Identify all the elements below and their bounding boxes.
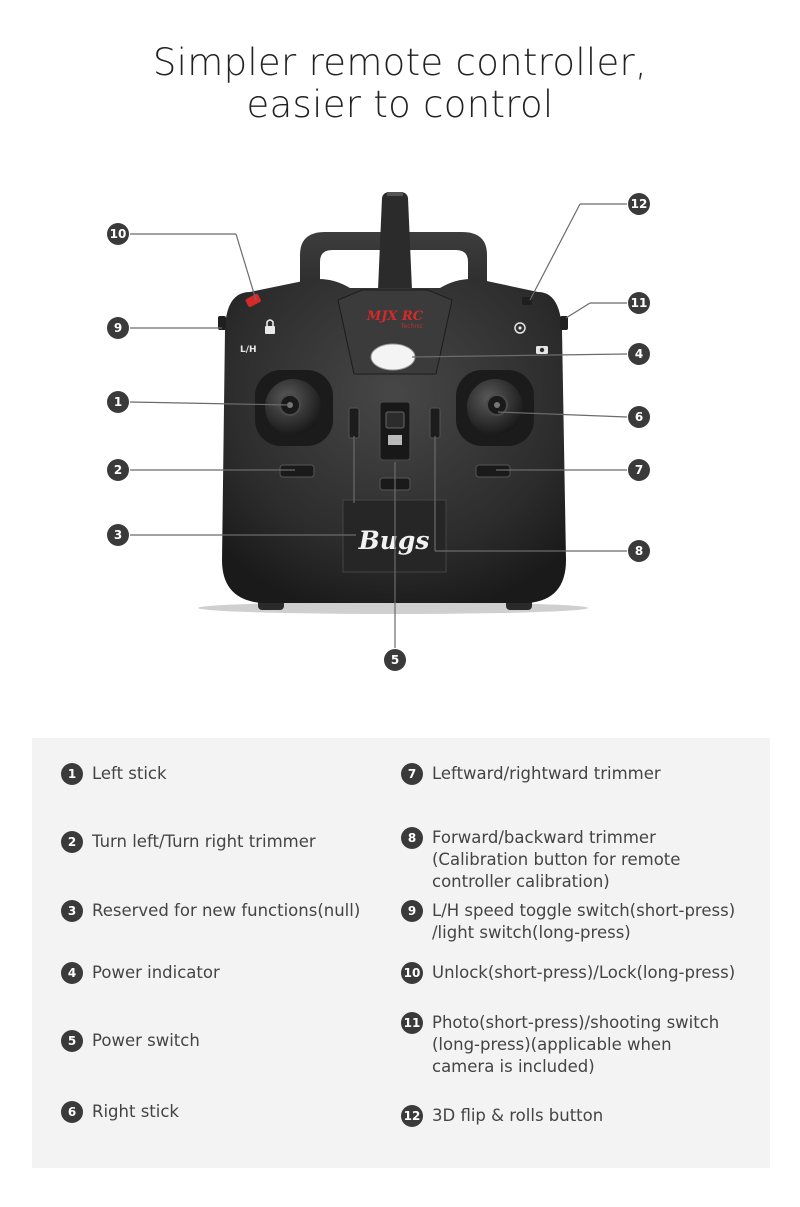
legend-text: Reserved for new functions(null) (92, 901, 361, 920)
legend-number: 10 (401, 962, 423, 984)
legend-text: Leftward/rightward trimmer (432, 764, 661, 783)
model-label: Bugs (358, 526, 430, 555)
power-switch[interactable] (385, 411, 405, 429)
svg-text:3: 3 (114, 528, 122, 542)
legend-panel: 1 Left stick 2 Turn left/Turn right trim… (32, 738, 770, 1168)
brand-sub-logo: Technic (400, 323, 423, 330)
left-horizontal-trimmer[interactable] (279, 464, 315, 478)
callout-12: 12 (628, 193, 650, 215)
legend-item-7: 7 Leftward/rightward trimmer (401, 763, 661, 785)
legend-text: Forward/backward trimmer (Calibration bu… (432, 828, 681, 891)
svg-text:8: 8 (635, 544, 643, 558)
brand-logo: MJX RC (366, 309, 424, 324)
legend-number: 4 (61, 962, 83, 984)
power-switch-slot (379, 401, 411, 461)
lock-icon (265, 319, 275, 334)
callout-8: 8 (628, 540, 650, 562)
legend-item-4: 4 Power indicator (61, 962, 220, 984)
speed-toggle-switch[interactable] (218, 316, 226, 330)
callout-9: 9 (107, 317, 129, 339)
legend-number: 8 (401, 827, 423, 849)
legend-item-1: 1 Left stick (61, 763, 167, 785)
svg-text:5: 5 (391, 653, 399, 667)
svg-text:10: 10 (110, 227, 127, 241)
flip-button[interactable] (522, 297, 532, 305)
forward-backward-trimmer[interactable] (429, 407, 441, 439)
legend-text: Right stick (92, 1102, 179, 1121)
legend-text: Left stick (92, 764, 167, 783)
callout-5: 5 (384, 649, 406, 671)
legend-item-11: 11 Photo(short-press)/shooting switch (l… (401, 1012, 719, 1078)
svg-text:6: 6 (635, 410, 643, 424)
camera-icon (536, 346, 548, 354)
legend-text: Power switch (92, 1031, 200, 1050)
leader-lines (129, 203, 628, 648)
legend-text: Turn left/Turn right trimmer (92, 832, 316, 851)
page-title-line-2: easier to control (246, 83, 554, 126)
legend-number: 6 (61, 1101, 83, 1123)
page-title-line-1: Simpler remote controller, (152, 41, 648, 84)
legend-item-8: 8 Forward/backward trimmer (Calibration … (401, 827, 680, 893)
right-horizontal-trimmer[interactable] (475, 464, 511, 478)
left-vertical-trimmer[interactable] (348, 407, 360, 439)
legend-text: Photo(short-press)/shooting switch (long… (432, 1013, 720, 1076)
unlock-button[interactable] (245, 293, 262, 308)
callout-7: 7 (628, 459, 650, 481)
legend-item-5: 5 Power switch (61, 1030, 200, 1052)
photo-switch[interactable] (560, 316, 568, 330)
legend-text: Unlock(short-press)/Lock(long-press) (432, 963, 736, 982)
legend-number: 3 (61, 900, 83, 922)
svg-text:4: 4 (635, 347, 643, 361)
legend-text: 3D flip & rolls button (432, 1106, 604, 1125)
legend-item-9: 9 L/H speed toggle switch(short-press) /… (401, 900, 735, 944)
controller-diagram: MJX RC Technic L/H Bugs (107, 192, 650, 671)
legend-item-10: 10 Unlock(short-press)/Lock(long-press) (401, 962, 735, 984)
legend-number: 7 (401, 763, 423, 785)
legend-text: L/H speed toggle switch(short-press) /li… (432, 901, 736, 942)
legend-item-2: 2 Turn left/Turn right trimmer (61, 831, 316, 853)
legend-text: Power indicator (92, 963, 220, 982)
antenna-tip (387, 192, 403, 196)
flip-icon (514, 322, 526, 334)
callout-11: 11 (628, 292, 650, 314)
callout-3: 3 (107, 524, 129, 546)
power-indicator (370, 343, 416, 371)
controller-shadow (198, 602, 588, 614)
callout-1: 1 (107, 391, 129, 413)
legend-number: 5 (61, 1030, 83, 1052)
legend-number: 2 (61, 831, 83, 853)
lh-label: L/H (240, 345, 257, 355)
callout-10: 10 (107, 223, 129, 245)
callout-2: 2 (107, 459, 129, 481)
svg-text:2: 2 (114, 463, 122, 477)
antenna (378, 192, 412, 290)
legend-number: 12 (401, 1105, 423, 1127)
svg-text:12: 12 (631, 197, 648, 211)
legend-number: 11 (401, 1012, 423, 1034)
center-panel (337, 289, 453, 375)
legend-item-6: 6 Right stick (61, 1101, 179, 1123)
callout-4: 4 (628, 343, 650, 365)
legend-number: 9 (401, 900, 423, 922)
svg-text:11: 11 (631, 296, 648, 310)
svg-text:7: 7 (635, 463, 643, 477)
callout-6: 6 (628, 406, 650, 428)
legend-item-12: 12 3D flip & rolls button (401, 1105, 603, 1127)
svg-text:1: 1 (114, 395, 122, 409)
legend-number: 1 (61, 763, 83, 785)
svg-text:9: 9 (114, 321, 122, 335)
legend-item-3: 3 Reserved for new functions(null) (61, 900, 360, 922)
